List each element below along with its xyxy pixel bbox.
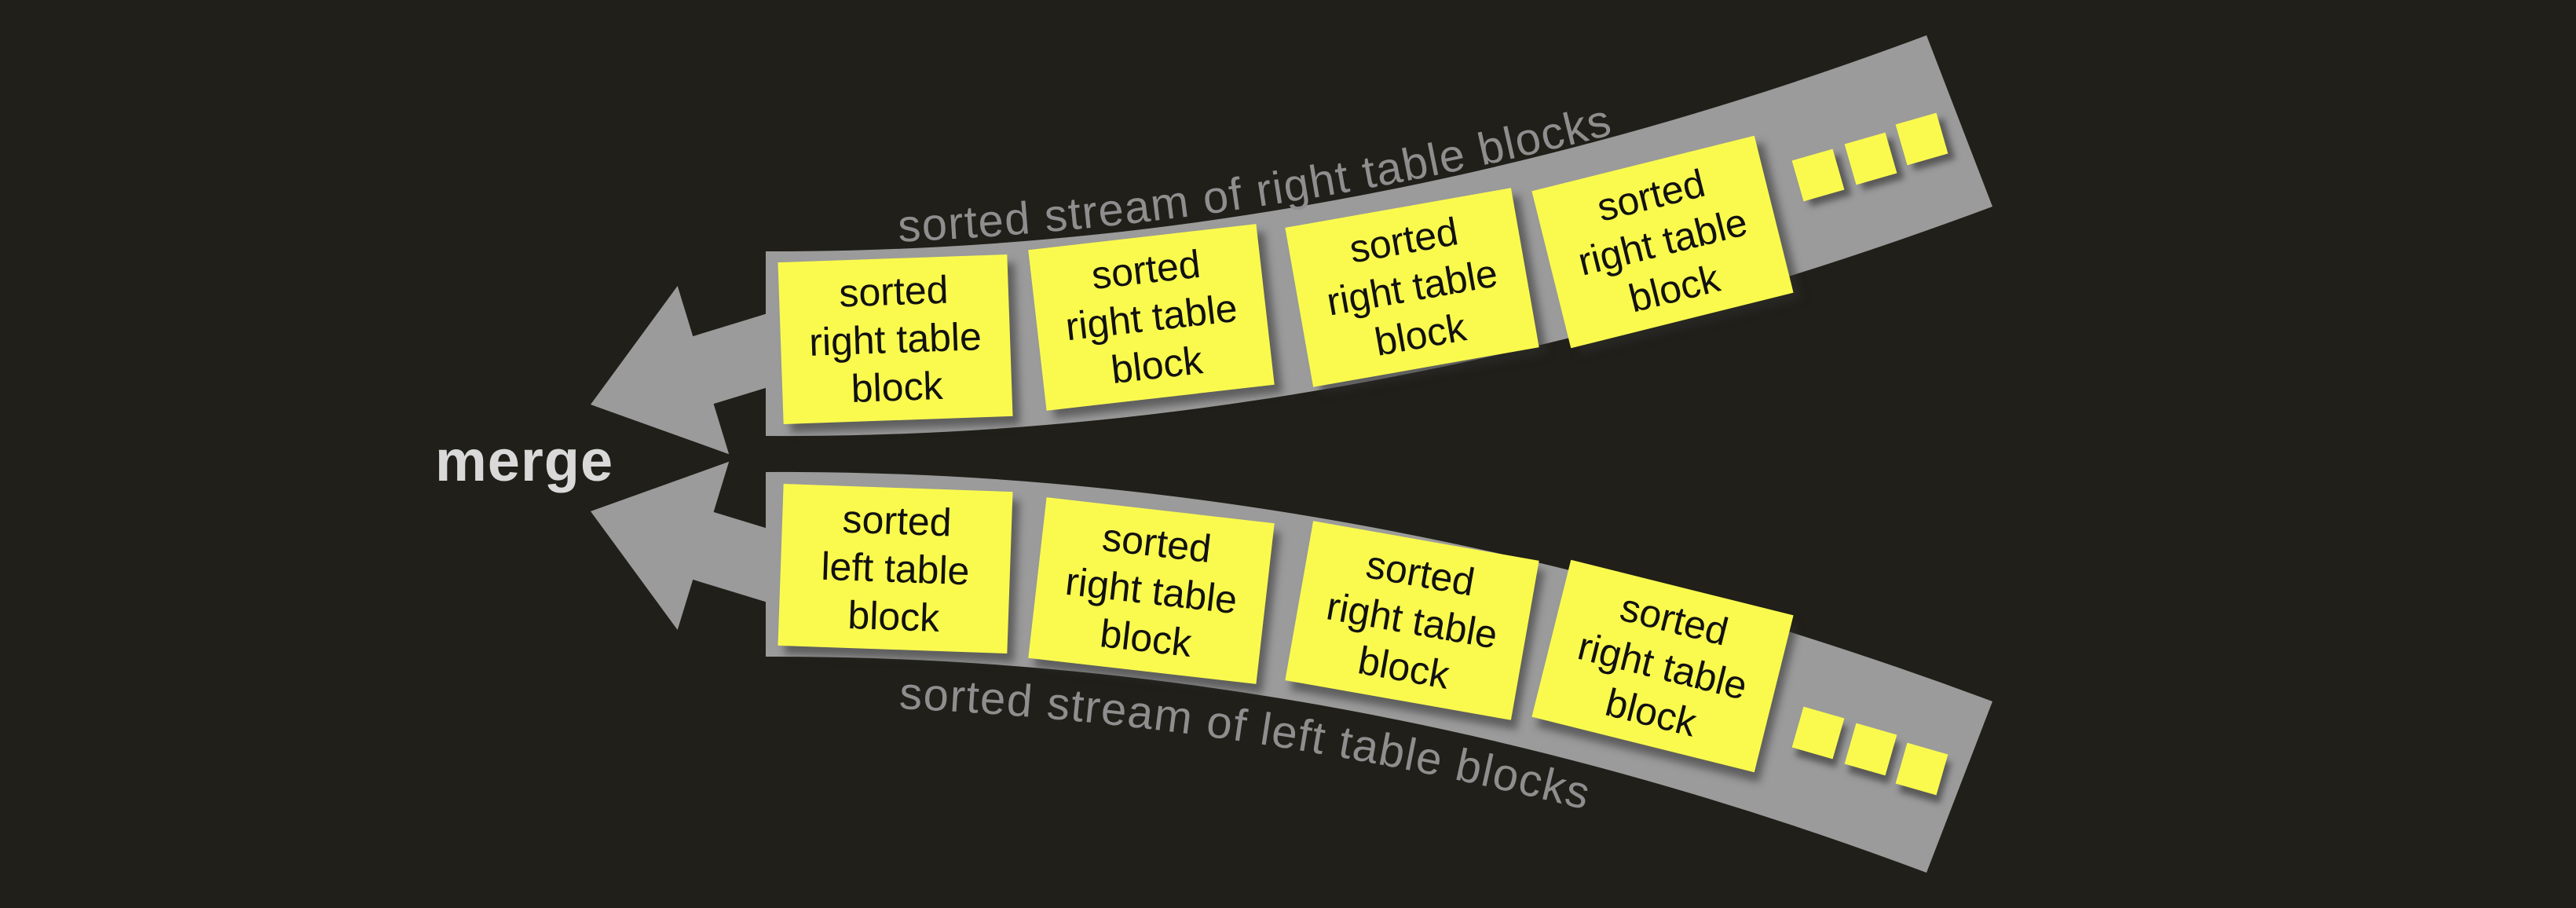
merge-label: merge xyxy=(435,428,614,493)
stream-block: sorted right table block xyxy=(1028,224,1275,411)
stream-block: sorted left table block xyxy=(778,483,1013,654)
stream-block: sorted right table block xyxy=(778,254,1013,425)
stream-block: sorted right table block xyxy=(1028,497,1275,684)
